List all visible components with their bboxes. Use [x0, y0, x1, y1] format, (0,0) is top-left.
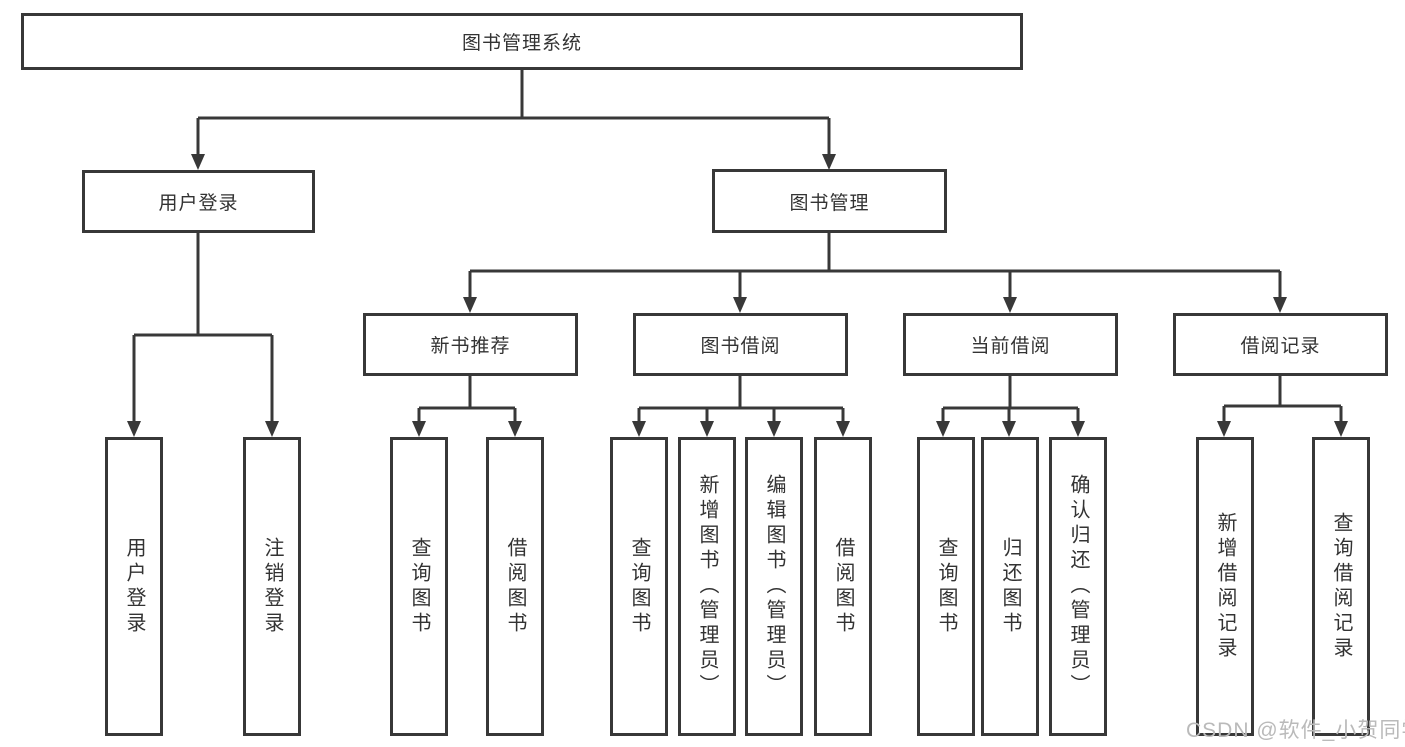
leaf-label: 新增借阅记录	[1214, 511, 1236, 662]
leaf-return-books: 归还图书	[981, 437, 1039, 736]
node-label: 用户登录	[158, 193, 239, 214]
node-label: 当前借阅	[970, 336, 1051, 357]
node-borrow-records: 借阅记录	[1173, 313, 1388, 376]
leaf-query-books-1: 查询图书	[390, 437, 448, 736]
leaf-label: 归还图书	[999, 536, 1021, 637]
node-label: 新书推荐	[430, 336, 511, 357]
node-book-borrow: 图书借阅	[633, 313, 848, 376]
arrowheads	[127, 154, 1348, 437]
leaf-add-books-admin: 新增图书（管理员）	[678, 437, 736, 736]
node-label: 图书借阅	[700, 336, 781, 357]
node-current-borrow: 当前借阅	[903, 313, 1118, 376]
leaf-borrow-books-1: 借阅图书	[486, 437, 544, 736]
node-book-management-branch: 图书管理	[712, 169, 947, 233]
leaf-edit-books-admin: 编辑图书（管理员）	[745, 437, 803, 736]
leaf-label: 注销登录	[261, 536, 283, 637]
leaf-label: 新增图书（管理员）	[696, 474, 718, 699]
leaf-add-borrow-record: 新增借阅记录	[1196, 437, 1254, 736]
leaf-label: 确认归还（管理员）	[1067, 474, 1089, 699]
node-label: 图书管理	[789, 192, 870, 214]
leaf-query-books-3: 查询图书	[917, 437, 975, 736]
leaf-label: 查询图书	[628, 536, 650, 637]
node-new-book-recommend: 新书推荐	[363, 313, 578, 376]
node-system-root: 图书管理系统	[21, 13, 1023, 70]
node-label: 图书管理系统	[461, 33, 582, 54]
leaf-label: 查询图书	[935, 536, 957, 637]
leaf-user-login: 用户登录	[105, 437, 163, 736]
leaf-label: 编辑图书（管理员）	[763, 474, 785, 699]
leaf-label: 查询借阅记录	[1330, 511, 1352, 662]
leaf-label: 借阅图书	[832, 536, 854, 637]
leaf-label: 借阅图书	[504, 536, 526, 637]
leaf-query-books-2: 查询图书	[610, 437, 668, 736]
node-label: 借阅记录	[1240, 336, 1321, 357]
leaf-borrow-books-2: 借阅图书	[814, 437, 872, 736]
leaf-confirm-return-admin: 确认归还（管理员）	[1049, 437, 1107, 736]
csdn-watermark: CSDN @软件_小贺同学	[1186, 719, 1405, 742]
leaf-logout: 注销登录	[243, 437, 301, 736]
leaf-label: 用户登录	[123, 536, 145, 637]
leaf-query-borrow-record: 查询借阅记录	[1312, 437, 1370, 736]
leaf-label: 查询图书	[408, 536, 430, 637]
node-user-login-branch: 用户登录	[82, 170, 315, 233]
